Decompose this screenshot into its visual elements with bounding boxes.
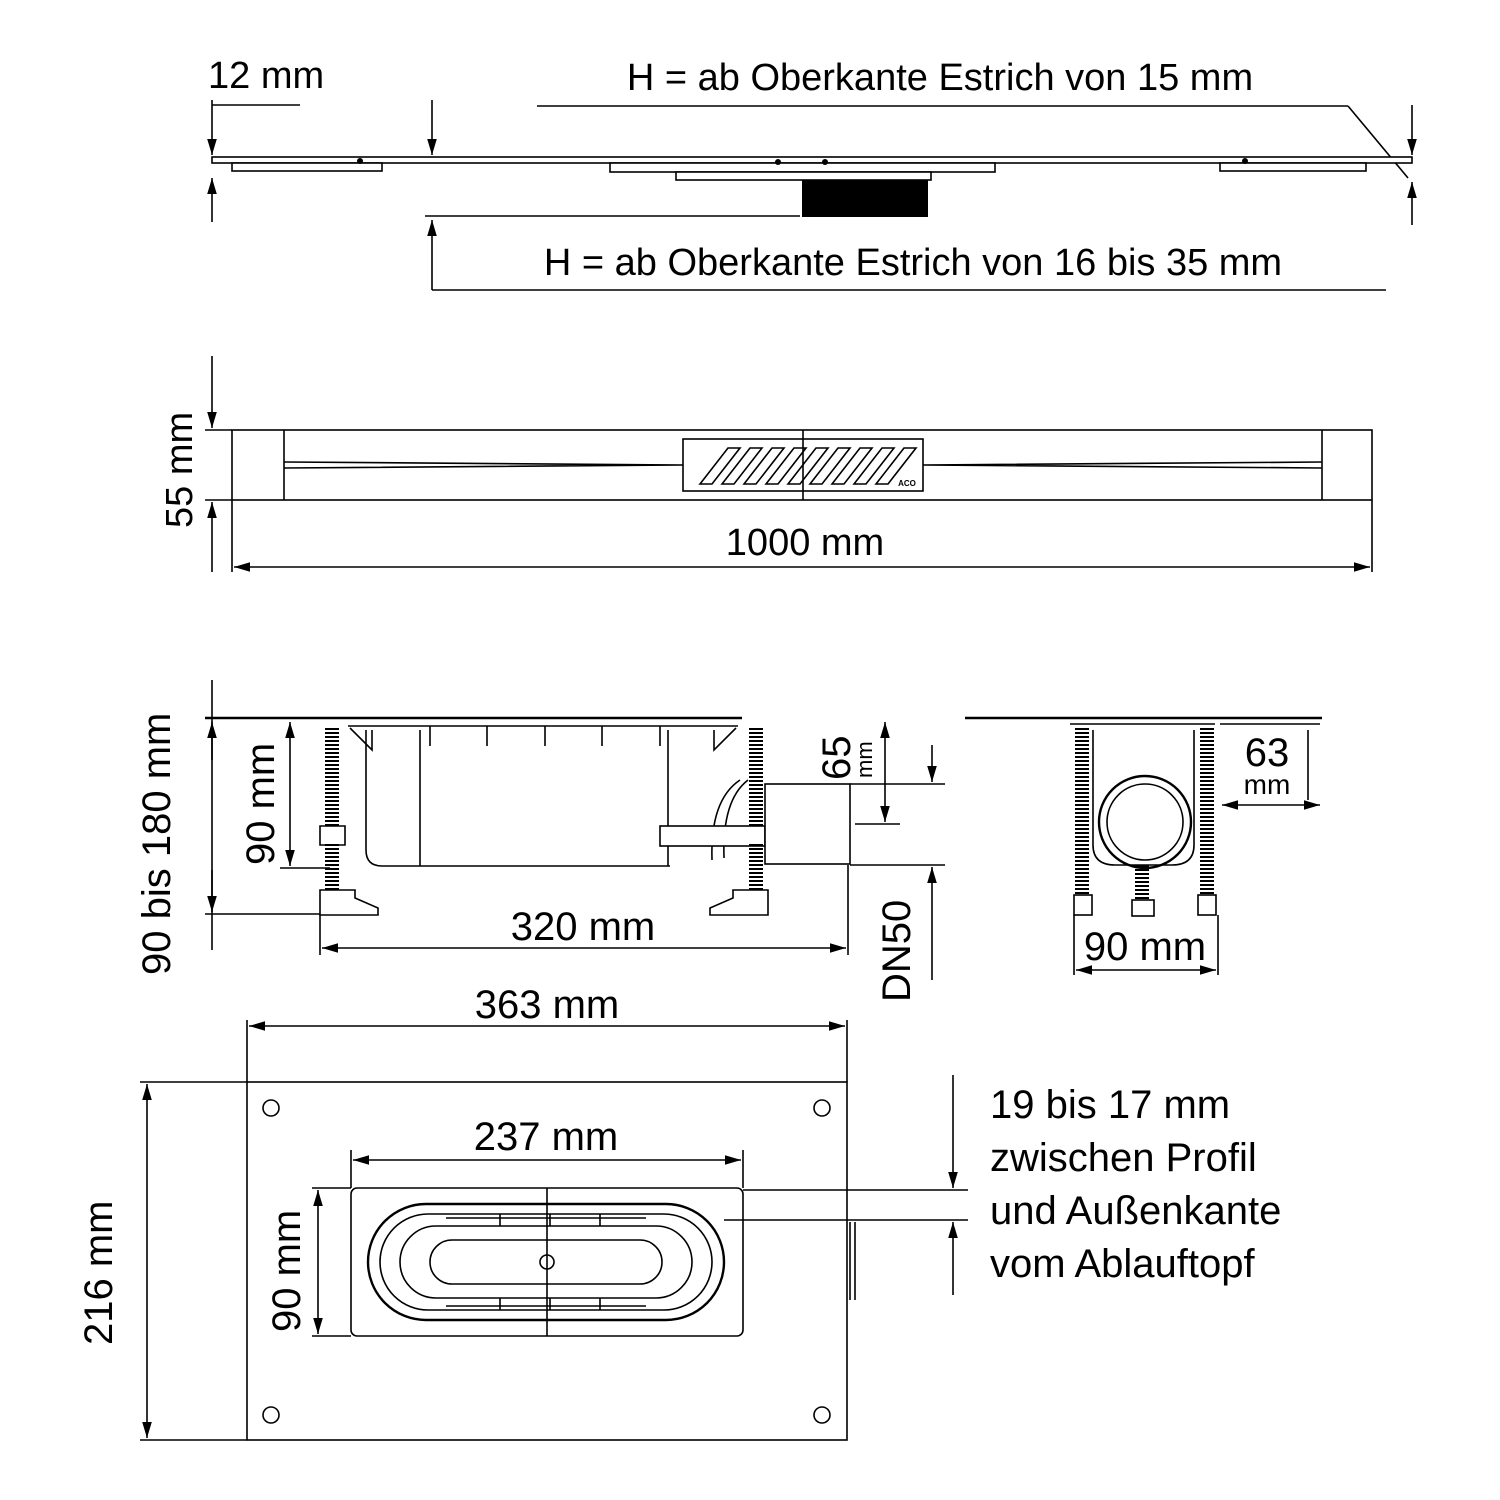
- section-view: 90 bis 180 mm 90 mm 65 mm DN50 320 mm: [135, 680, 945, 1002]
- outlet-pipe: [1097, 774, 1193, 870]
- note-line: vom Ablauftopf: [990, 1242, 1255, 1286]
- dim-63-unit: mm: [1244, 769, 1291, 800]
- note-line: zwischen Profil: [990, 1136, 1257, 1180]
- channel-outline: [231, 429, 1373, 501]
- dim-237mm-label: 237 mm: [474, 1115, 619, 1159]
- side-view: 12 mm H = ab Oberkante Estrich von 15 mm…: [207, 55, 1417, 291]
- dim-55mm-label: 55 mm: [159, 412, 201, 528]
- channel-profile: [211, 156, 1413, 164]
- note-line: 19 bis 17 mm: [990, 1083, 1230, 1127]
- dim-90-180mm-label: 90 bis 180 mm: [135, 713, 179, 975]
- top-view: ACO 55 mm 1000 mm: [159, 356, 1373, 572]
- aco-logo: ACO: [898, 479, 916, 488]
- plan-dim-90mm-label: 90 mm: [265, 1210, 309, 1332]
- drain-pot: [366, 1202, 726, 1322]
- dim-65-label: 65: [815, 736, 859, 781]
- dim-63-label: 63: [1245, 731, 1290, 775]
- dim-216mm-label: 216 mm: [77, 1201, 121, 1346]
- dim-1000mm-label: 1000 mm: [726, 522, 884, 564]
- end-dim-90mm-label: 90 mm: [1084, 925, 1206, 969]
- plan-view: 363 mm 237 mm 216 mm 90 mm 19 bis 17 mm …: [77, 983, 1281, 1441]
- height-note-top: H = ab Oberkante Estrich von 15 mm: [627, 57, 1253, 99]
- dn50-label: DN50: [875, 900, 919, 1002]
- dim-363mm-label: 363 mm: [475, 983, 620, 1027]
- clearance-note: 19 bis 17 mm zwischen Profil und Außenka…: [990, 1083, 1281, 1286]
- mounting-plate: [246, 1081, 848, 1441]
- dn50-outlet-pipe: [764, 783, 851, 865]
- dim-320mm-label: 320 mm: [511, 905, 656, 949]
- end-view: 63 mm 90 mm: [965, 716, 1322, 975]
- dim-65-unit: mm: [852, 741, 877, 778]
- dim-90mm-label: 90 mm: [239, 743, 283, 865]
- note-line: und Außenkante: [990, 1189, 1281, 1233]
- dim-12mm-label: 12 mm: [208, 55, 324, 97]
- drain-outlet: [802, 180, 928, 217]
- height-note-bottom: H = ab Oberkante Estrich von 16 bis 35 m…: [544, 242, 1282, 284]
